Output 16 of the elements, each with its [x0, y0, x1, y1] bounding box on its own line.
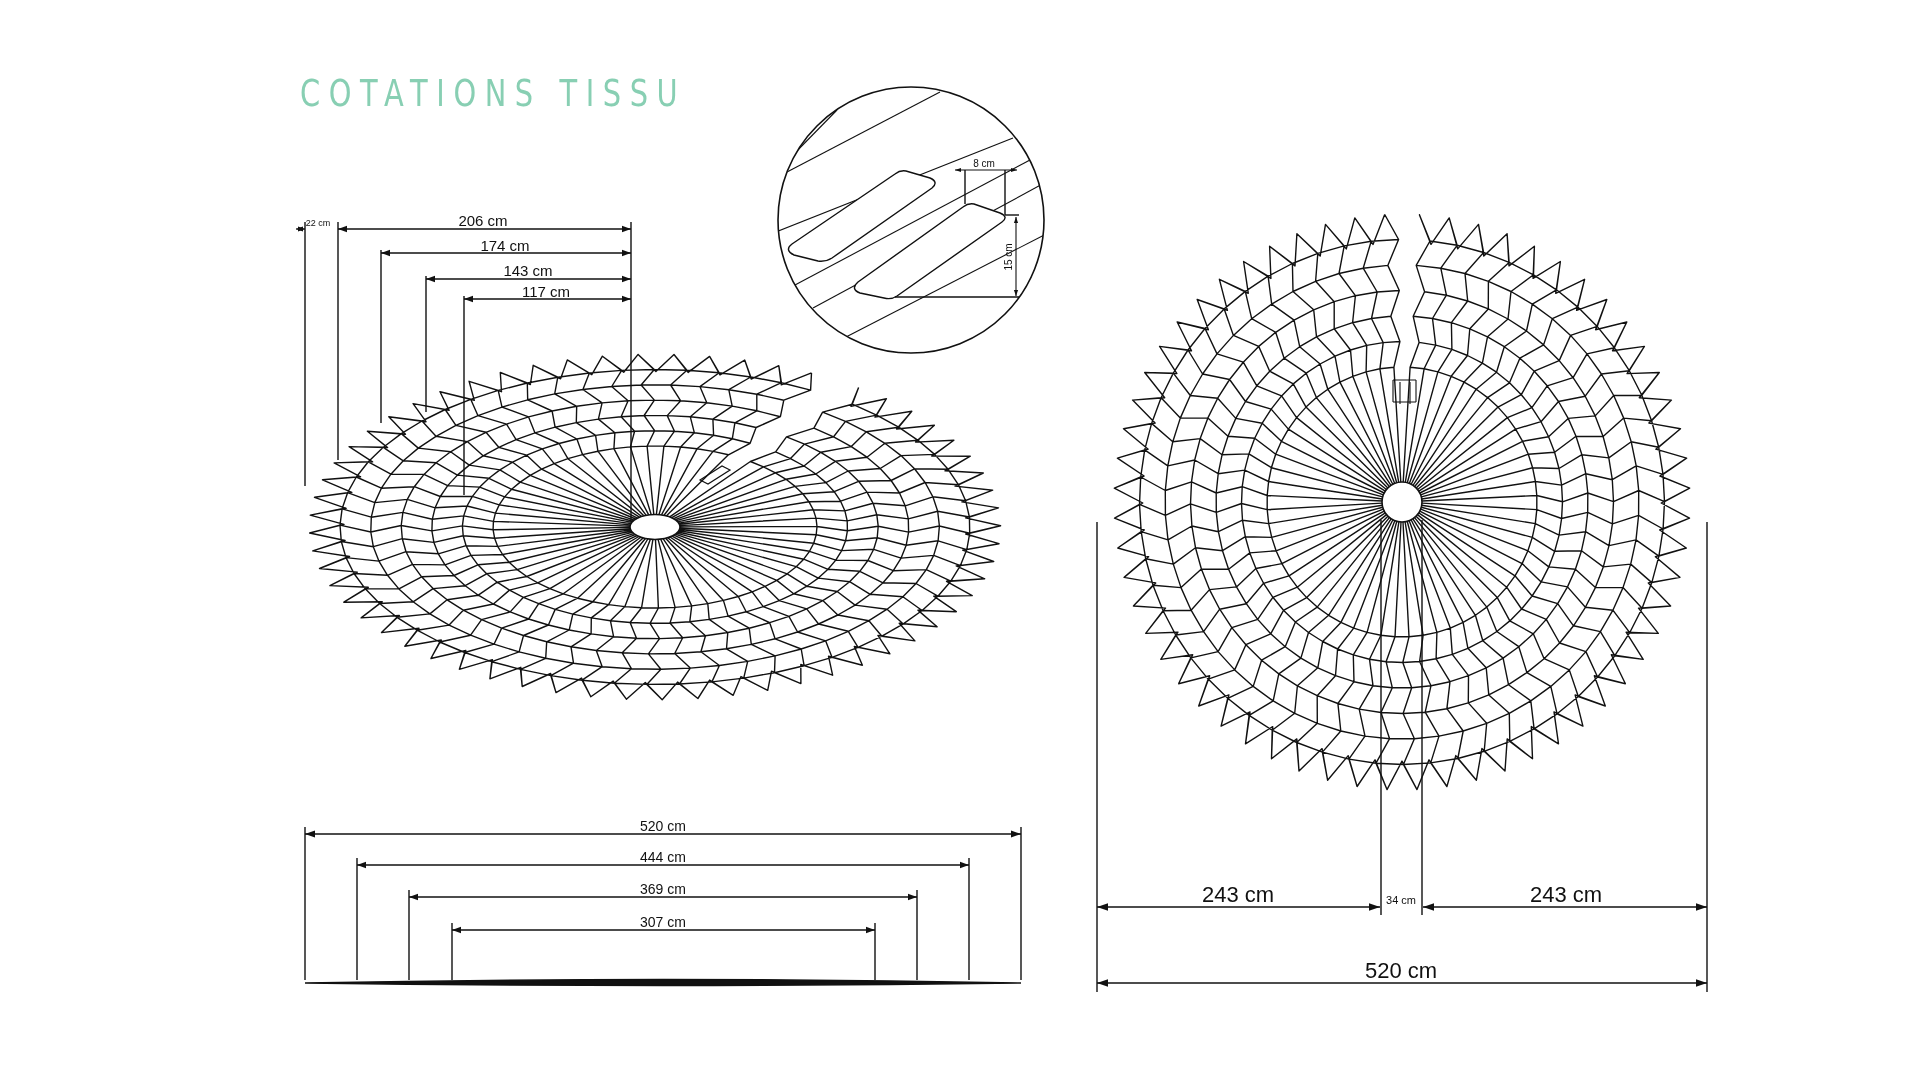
dimension-label: 174 cm	[480, 237, 530, 253]
dimension-label: 444 cm	[640, 850, 686, 864]
dimension-label: 22 cm	[305, 218, 331, 228]
dimension-label: 143 cm	[503, 262, 553, 278]
dimension-label: 520 cm	[1364, 960, 1438, 982]
title: COTATIONS TISSU	[300, 72, 687, 115]
dimension-label: 520 cm	[640, 819, 686, 833]
dimension-label: 369 cm	[640, 882, 686, 896]
dimension-label: 117 cm	[521, 283, 571, 299]
dimension-label: 206 cm	[458, 212, 508, 228]
dimension-label: 307 cm	[640, 915, 686, 929]
dimension-label: 34 cm	[1386, 894, 1416, 906]
dimension-label: 243 cm	[1201, 884, 1275, 906]
dimension-label: 15 cm	[1004, 243, 1014, 271]
dimension-label: 8 cm	[973, 159, 995, 169]
dimension-label: 243 cm	[1529, 884, 1603, 906]
